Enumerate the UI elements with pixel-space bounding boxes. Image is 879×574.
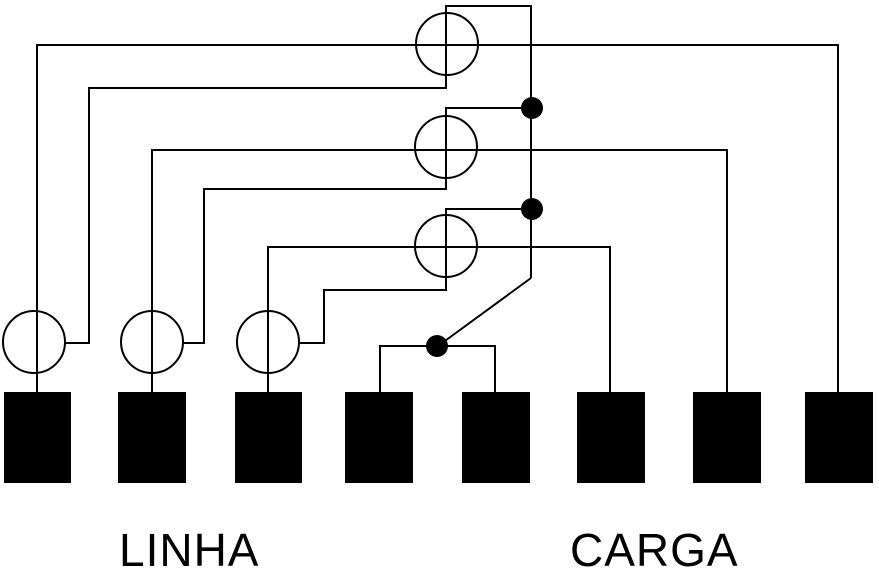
wire-low-coil-to-bus [445,208,531,247]
label-line: LINHA [119,524,259,574]
coil-line-2-icon [120,310,184,374]
terminal-block-6 [577,392,645,483]
terminal-block-7 [693,392,761,483]
terminal-block-1 [4,392,71,483]
wire-mid-coil-to-bus [445,107,531,148]
wire-coil-2-to-mid-coil [183,148,447,344]
terminal-block-8 [805,392,873,483]
wires [36,5,839,392]
coil-line-3-icon [236,310,300,374]
junction-dot-neutral [426,335,448,357]
terminal-blocks [4,392,873,483]
terminal-block-3 [235,392,302,483]
junction-dot-upper [521,97,543,119]
wire-line-2-to-load-7 [151,149,728,392]
wire-bus-to-neutral [437,277,532,347]
terminal-block-5 [462,392,530,483]
transformer-low-icon [414,214,478,278]
label-load: CARGA [570,524,739,574]
wire-coil-3-to-low-coil [299,247,447,344]
transformer-top-icon [415,12,479,76]
wire-line-1-to-load-8 [36,44,839,392]
junction-dot-lower [521,198,543,220]
terminal-block-4 [345,392,413,483]
transformer-mid-icon [414,115,478,179]
wire-common-bus-top [445,5,532,278]
terminal-block-2 [118,392,186,483]
coil-line-1-icon [2,310,66,374]
junctions [426,97,543,357]
transformer-rings [2,12,479,374]
wire-coil-1-to-top-coil [65,45,447,344]
wire-line-3-to-load-6 [267,246,611,392]
